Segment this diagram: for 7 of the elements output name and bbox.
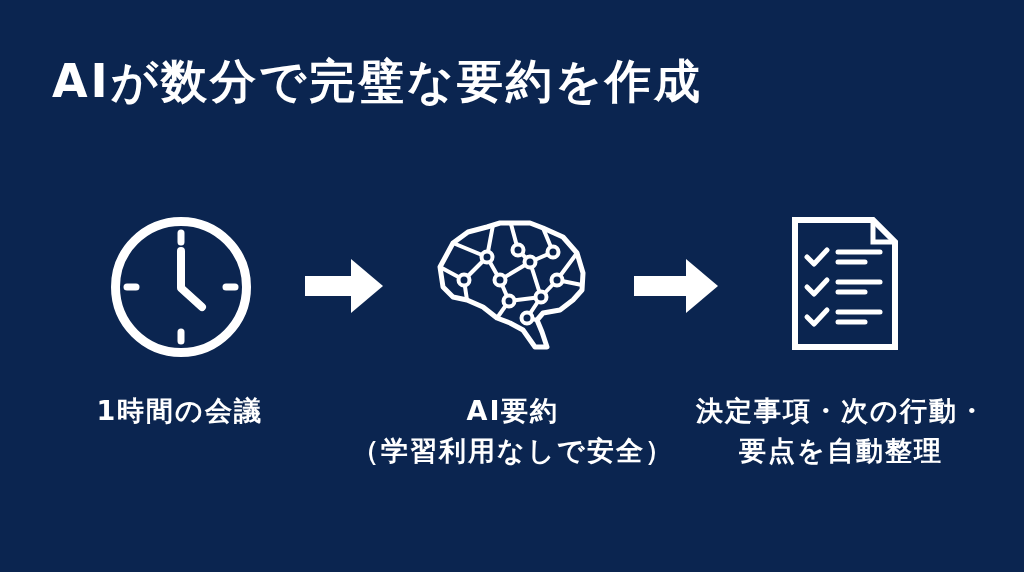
arrow [634,259,718,313]
node-label: 決定事項・次の行動・要点を自動整理 [694,394,988,468]
title: AIが数分で完璧な要約を作成 [52,53,703,109]
node-label: 1時間の会議 [96,394,264,428]
arrow [305,259,383,313]
node-label: （学習利用なしで安全） [352,434,674,468]
node-label: AI要約 [466,394,560,428]
